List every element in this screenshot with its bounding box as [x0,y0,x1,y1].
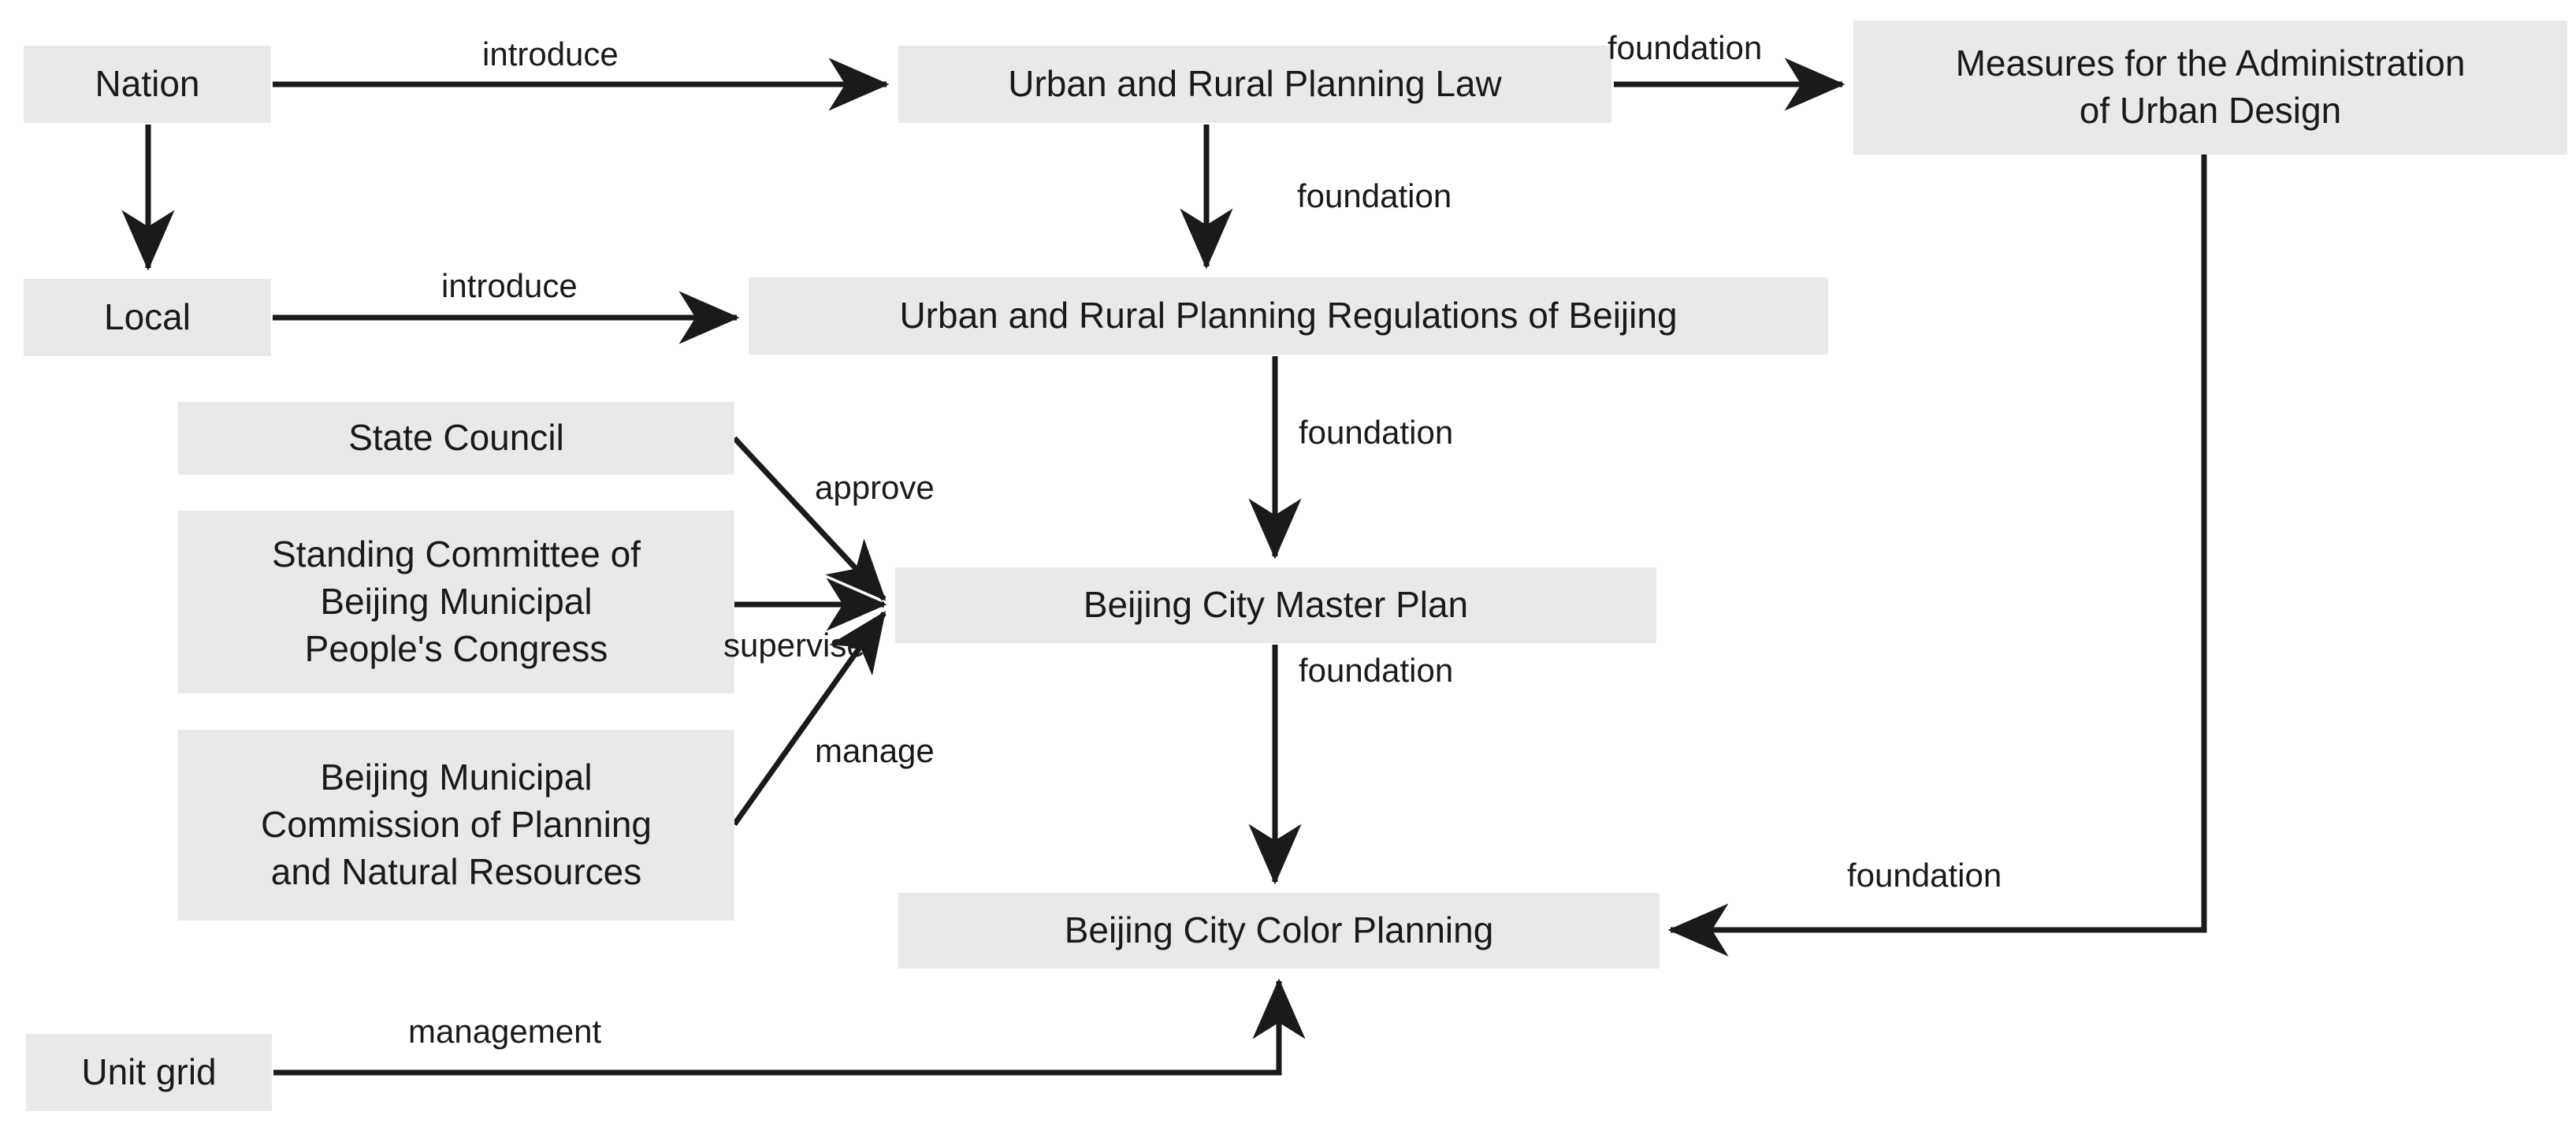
node-standing-committee-beijing-municipal-peoples-congress[interactable]: Standing Committee of Beijing Municipal … [178,511,734,694]
edge-label-approve-state-council: approve [815,469,935,506]
edge-label-foundation-law-measures: foundation [1608,29,1763,66]
node-beijing-city-color-planning[interactable]: Beijing City Color Planning [898,893,1660,969]
edge-label-foundation-regulations-masterplan: foundation [1299,414,1454,451]
edge-label-introduce-local-regulations: introduce [441,267,578,304]
node-nation[interactable]: Nation [24,46,271,123]
edge-label-foundation-masterplan-color: foundation [1299,652,1454,689]
edge-label-manage-commission: manage [815,732,935,769]
edge-statecouncil-to-masterplan [732,436,887,601]
node-measures-for-administration-of-urban-design[interactable]: Measures for the Administration of Urban… [1853,20,2567,154]
node-beijing-city-master-plan[interactable]: Beijing City Master Plan [895,567,1656,643]
node-urban-rural-planning-law[interactable]: Urban and Rural Planning Law [898,46,1611,123]
edge-label-foundation-law-regulations: foundation [1297,177,1452,214]
edge-commission-to-masterplan [732,611,887,827]
edge-unitgrid-to-color [273,978,1306,1076]
node-local[interactable]: Local [24,279,271,356]
node-urban-rural-planning-regulations-of-beijing[interactable]: Urban and Rural Planning Regulations of … [749,277,1828,355]
node-unit-grid[interactable]: Unit grid [26,1034,272,1111]
edge-label-foundation-measures-color: foundation [1847,857,2002,894]
edge-label-introduce-nation-law: introduce [482,35,619,73]
edge-label-management-unit-grid: management [408,1013,602,1050]
edge-label-supervise-standing-committee: supervise [723,627,865,664]
node-state-council[interactable]: State Council [178,402,734,474]
node-beijing-municipal-commission-of-planning-and-natural-resources[interactable]: Beijing Municipal Commission of Planning… [178,730,734,920]
edge-measures-to-color [1667,154,2207,957]
